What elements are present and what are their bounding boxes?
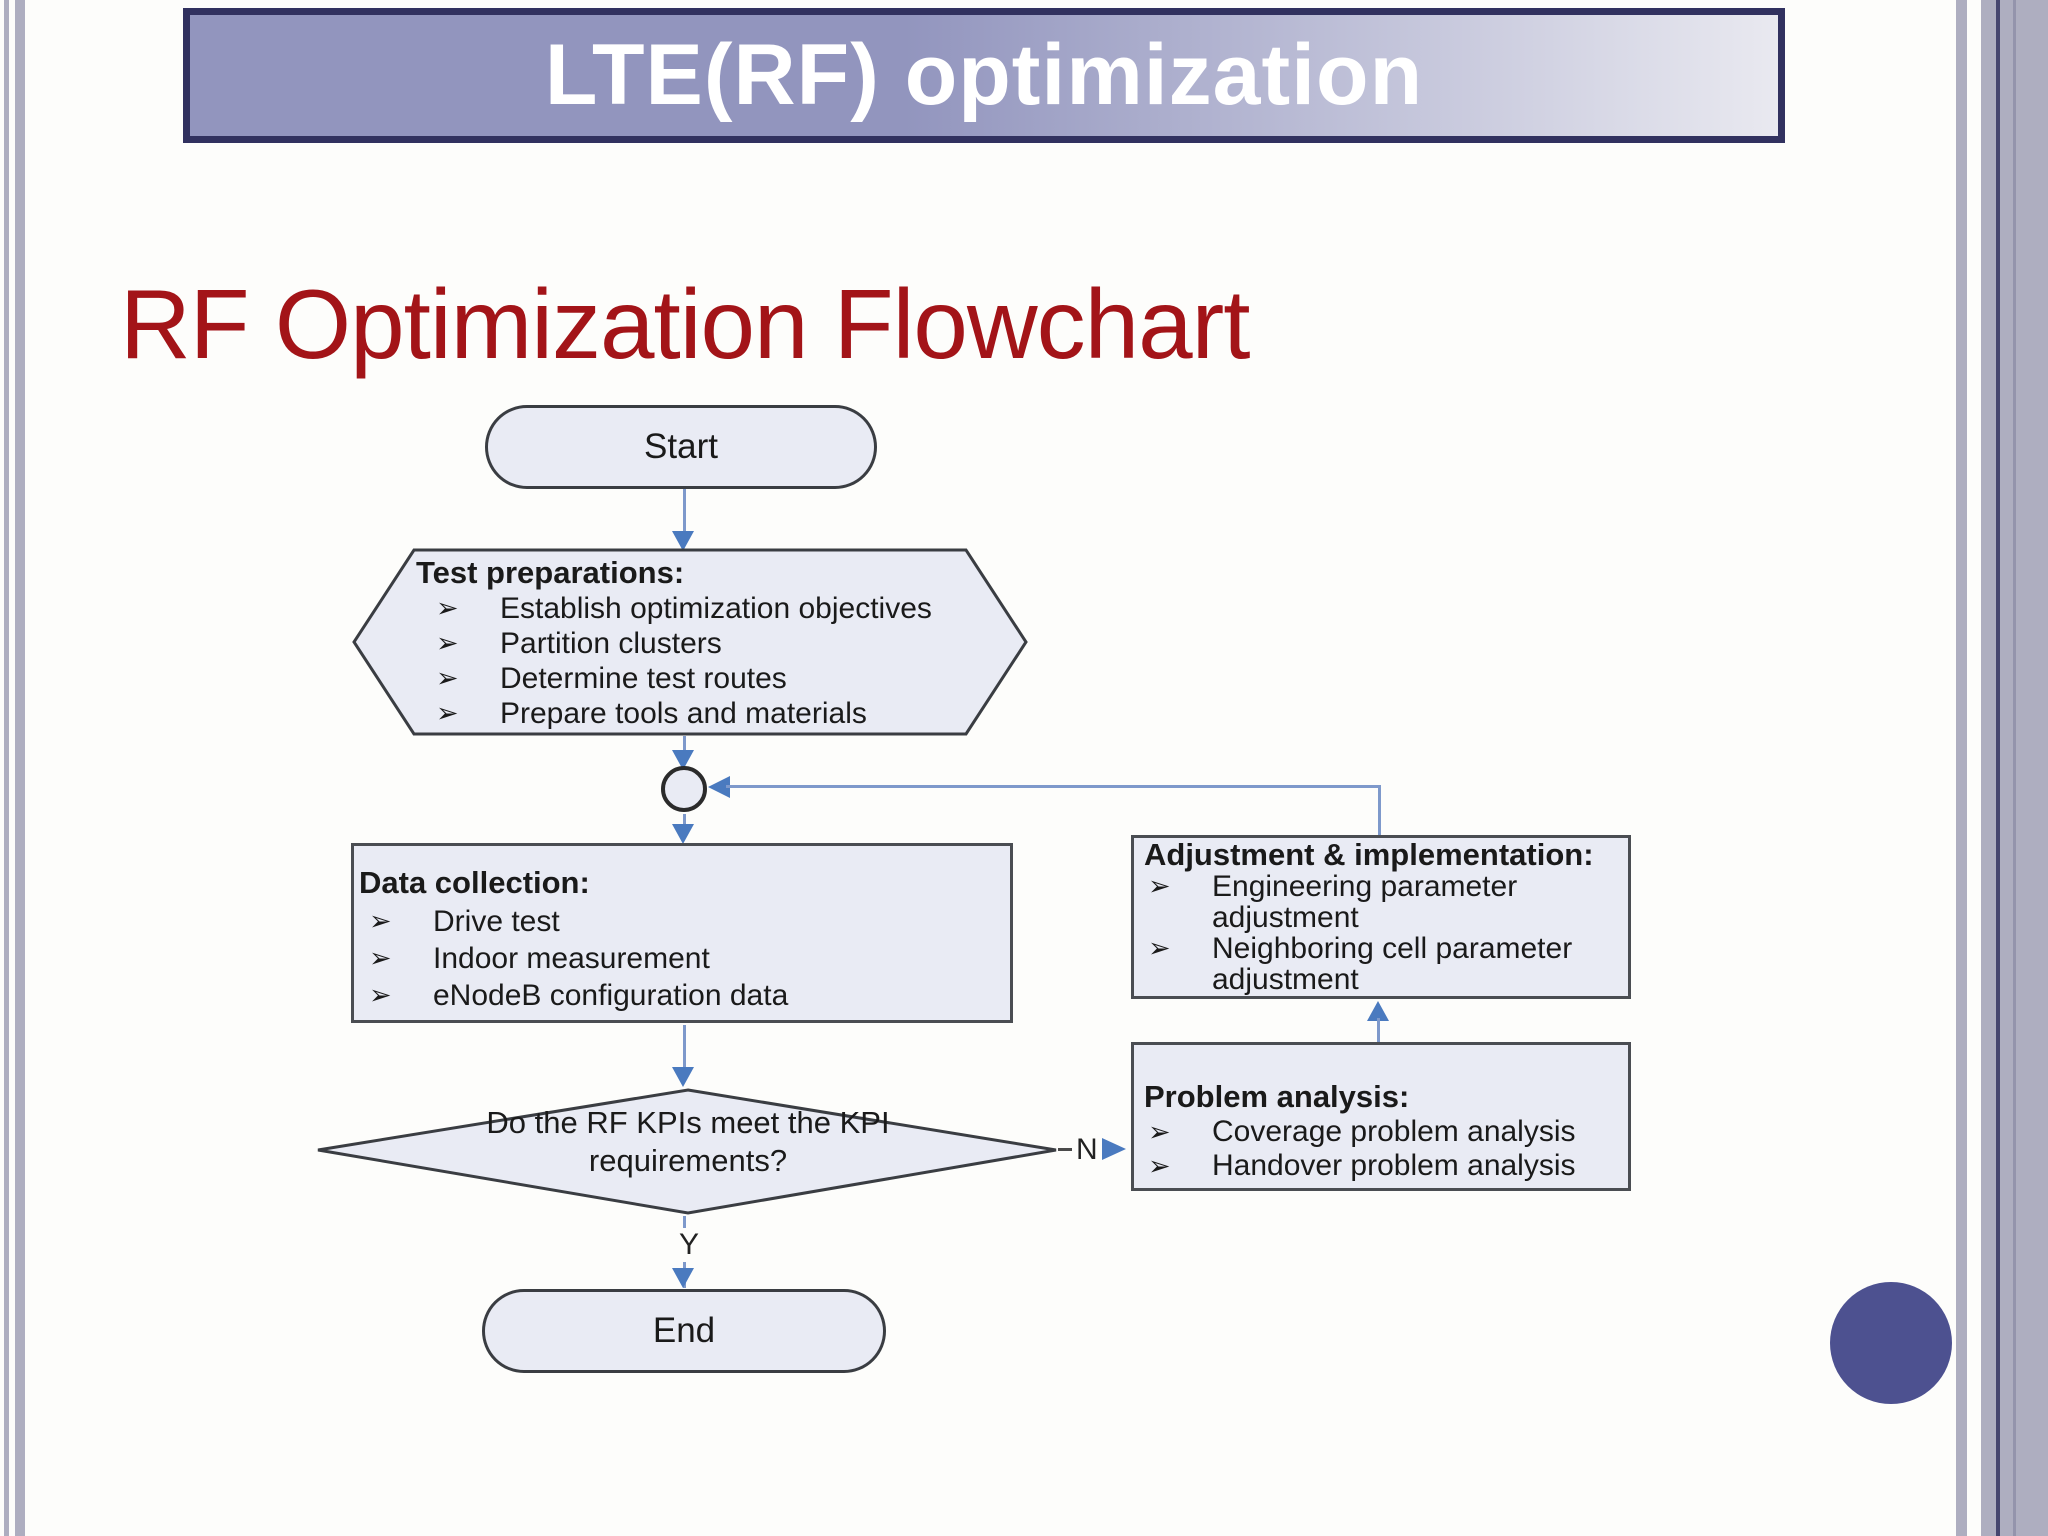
list-item: ➢ Partition clusters xyxy=(400,626,1000,661)
node-title: Data collection: xyxy=(359,865,590,900)
test-preparations-content: Test preparations: ➢ Establish optimizat… xyxy=(400,554,1000,731)
label-no: N xyxy=(1072,1133,1102,1167)
adjustment-implementation-node xyxy=(1131,835,1631,999)
arrowhead-down-icon xyxy=(672,1067,694,1087)
arrowhead-left-icon xyxy=(708,776,730,798)
label-yes: Y xyxy=(666,1228,712,1262)
diamond-shape xyxy=(317,1088,1057,1215)
list-item: ➢ Indoor measurement xyxy=(355,940,1005,977)
connector-loop-to-data-collection xyxy=(683,814,686,826)
list-item-text: Engineering parameter adjustment xyxy=(1212,870,1518,934)
start-node-label: Start xyxy=(644,427,718,466)
decision-node xyxy=(317,1088,1057,1215)
list-item-text: Drive test xyxy=(433,905,560,938)
bullet-arrow-icon: ➢ xyxy=(436,663,459,693)
bullet-arrow-icon: ➢ xyxy=(436,593,459,623)
arrowhead-down-icon xyxy=(672,824,694,844)
bullet-arrow-icon: ➢ xyxy=(1148,1151,1171,1181)
slide-title-text: LTE(RF) optimization xyxy=(544,27,1424,123)
list-item-text: Partition clusters xyxy=(500,627,722,660)
data-collection-content: Data collection: ➢ Drive test ➢ Indoor m… xyxy=(355,863,1005,1014)
connector-problem-to-adjustment xyxy=(1377,1018,1380,1042)
feedback-connector-horizontal xyxy=(726,785,1381,788)
page-title: RF Optimization Flowchart xyxy=(120,269,1251,379)
left-border-stripe-thin xyxy=(4,0,9,1536)
right-border-stripe-thin xyxy=(1956,0,1967,1536)
list-item-text: Handover problem analysis xyxy=(1212,1149,1576,1182)
arrowhead-right-icon xyxy=(1102,1138,1126,1160)
decor-circle xyxy=(1830,1282,1952,1404)
decision-question-line1: Do the RF KPIs meet the KPI xyxy=(486,1105,890,1140)
list-item-text: Prepare tools and materials xyxy=(500,697,867,730)
bullet-arrow-icon: ➢ xyxy=(436,628,459,658)
arrowhead-up-icon xyxy=(1367,1001,1389,1021)
bullet-arrow-icon: ➢ xyxy=(369,943,392,973)
problem-analysis-content: Problem analysis: ➢ Coverage problem ana… xyxy=(1140,1078,1626,1183)
arrowhead-down-icon xyxy=(672,531,694,551)
right-border-inner-line xyxy=(2013,0,2016,1536)
list-item: ➢ Handover problem analysis xyxy=(1140,1149,1626,1183)
list-item: ➢ eNodeB configuration data xyxy=(355,977,1005,1014)
loop-connector-circle xyxy=(661,766,707,812)
list-item: ➢ Engineering parameter adjustment xyxy=(1140,871,1626,933)
arrowhead-down-icon xyxy=(672,1268,694,1288)
left-border-stripe-wide xyxy=(15,0,25,1536)
list-item-text: Coverage problem analysis xyxy=(1212,1115,1576,1148)
list-item: ➢ Determine test routes xyxy=(400,661,1000,696)
list-item: ➢ Prepare tools and materials xyxy=(400,696,1000,731)
node-title: Problem analysis: xyxy=(1144,1079,1410,1114)
list-item: ➢ Coverage problem analysis xyxy=(1140,1115,1626,1149)
bullet-arrow-icon: ➢ xyxy=(369,980,392,1010)
list-item-text: Determine test routes xyxy=(500,662,787,695)
list-item-text: Establish optimization objectives xyxy=(500,592,932,625)
list-item-text: Indoor measurement xyxy=(433,942,710,975)
list-item-text: Neighboring cell parameter adjustment xyxy=(1212,932,1573,996)
end-node: End xyxy=(482,1289,886,1373)
test-preparations-node xyxy=(352,548,1028,736)
list-item: ➢ Drive test xyxy=(355,903,1005,940)
bullet-arrow-icon: ➢ xyxy=(1148,933,1171,963)
data-collection-node xyxy=(351,843,1013,1023)
connector-test-preparations-to-loop xyxy=(683,736,686,752)
decision-question-line2: requirements? xyxy=(588,1143,788,1178)
right-border-accent-line xyxy=(1996,0,2000,1536)
list-item-text: eNodeB configuration data xyxy=(433,979,789,1012)
end-node-label: End xyxy=(652,1311,716,1350)
start-node: Start xyxy=(485,405,877,489)
decision-question: Do the RF KPIs meet the KPI requirements… xyxy=(316,1104,1060,1180)
node-title: Test preparations: xyxy=(416,555,685,590)
connector-decision-to-problem xyxy=(1058,1148,1074,1151)
problem-analysis-node xyxy=(1131,1042,1631,1191)
list-item: ➢ Establish optimization objectives xyxy=(400,591,1000,626)
adjustment-implementation-content: Adjustment & implementation: ➢ Engineeri… xyxy=(1140,838,1626,995)
slide-title-banner: LTE(RF) optimization xyxy=(183,8,1785,143)
arrowhead-down-icon xyxy=(672,750,694,770)
list-item: ➢ Neighboring cell parameter adjustment xyxy=(1140,933,1626,995)
node-title: Adjustment & implementation: xyxy=(1144,837,1594,872)
connector-data-collection-to-decision xyxy=(683,1025,686,1069)
bullet-arrow-icon: ➢ xyxy=(1148,1117,1171,1147)
connector-start-to-test-preparations xyxy=(683,489,686,533)
bullet-arrow-icon: ➢ xyxy=(369,906,392,936)
hexagon-shape xyxy=(352,548,1028,736)
feedback-connector-vertical xyxy=(1378,785,1381,835)
bullet-arrow-icon: ➢ xyxy=(1148,871,1171,901)
bullet-arrow-icon: ➢ xyxy=(436,698,459,728)
